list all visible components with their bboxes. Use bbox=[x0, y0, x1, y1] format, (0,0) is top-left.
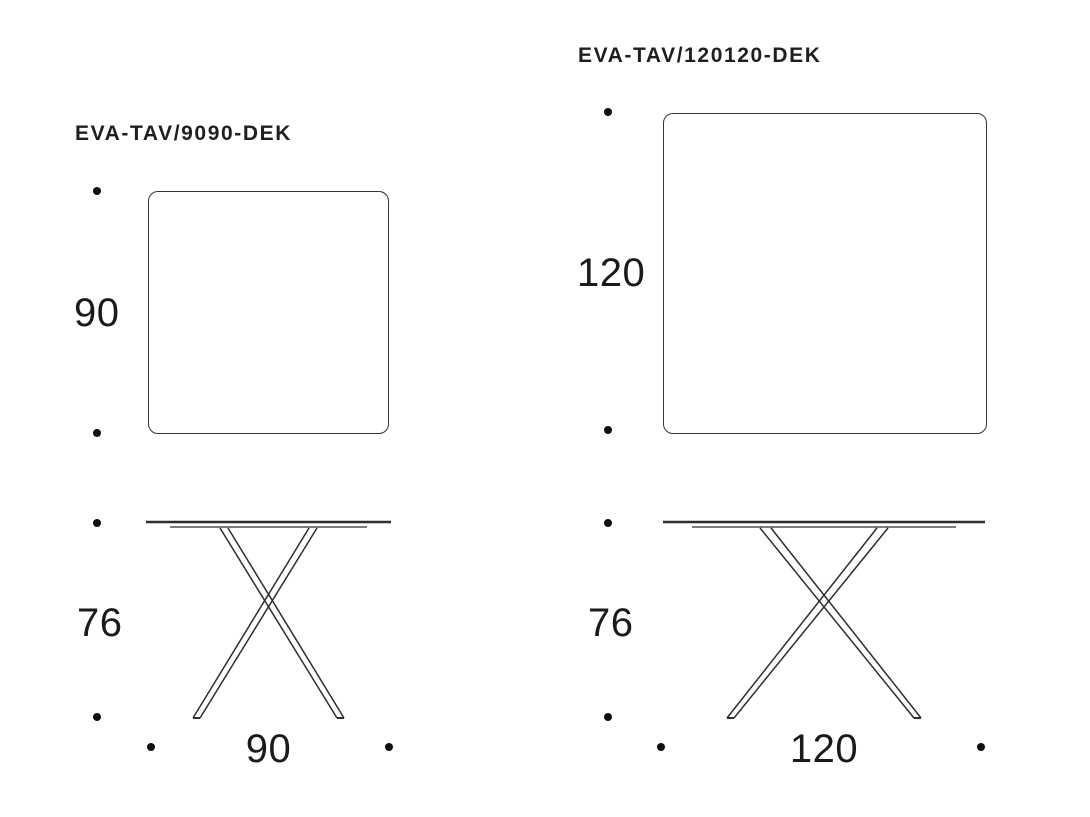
table-top-view-right bbox=[663, 113, 987, 434]
product-code-left: EVA-TAV/9090-DEK bbox=[75, 122, 292, 145]
dimension-dot bbox=[977, 743, 985, 751]
dimension-height-left: 76 bbox=[77, 601, 123, 645]
product-code-right: EVA-TAV/120120-DEK bbox=[578, 44, 822, 67]
dimension-dot bbox=[604, 108, 612, 116]
dimension-width-left: 90 bbox=[245, 727, 292, 771]
dimension-dot bbox=[604, 519, 612, 527]
dimension-dot bbox=[604, 426, 612, 434]
dimension-dot bbox=[147, 743, 155, 751]
table-front-drawing bbox=[146, 520, 391, 719]
table-front-view-left bbox=[146, 520, 391, 722]
dimension-height-right: 76 bbox=[588, 601, 634, 645]
dimension-width-right: 120 bbox=[789, 727, 859, 771]
table-top-view-left bbox=[148, 191, 389, 434]
dimension-dot bbox=[93, 519, 101, 527]
dimension-dot bbox=[604, 713, 612, 721]
dimension-depth-right: 120 bbox=[577, 251, 646, 295]
table-front-drawing bbox=[663, 520, 985, 719]
dimension-dot bbox=[93, 713, 101, 721]
dimension-dot bbox=[657, 743, 665, 751]
dimension-dot bbox=[93, 429, 101, 437]
dimension-dot bbox=[385, 743, 393, 751]
dimension-dot bbox=[93, 187, 101, 195]
table-front-view-right bbox=[663, 520, 985, 722]
dimension-depth-left: 90 bbox=[74, 291, 120, 335]
